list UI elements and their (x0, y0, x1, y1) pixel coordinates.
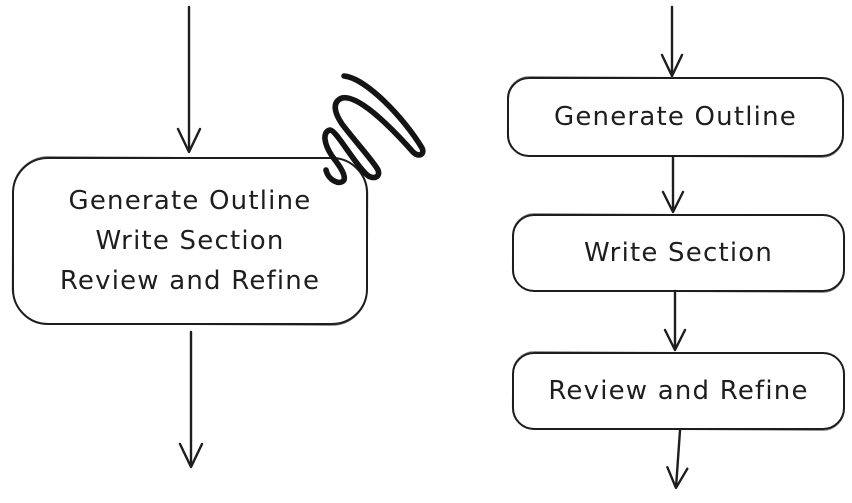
flow-node-generate-outline: Generate Outline (507, 77, 844, 157)
down-arrow-icon (663, 289, 687, 352)
scribble-icon (322, 73, 426, 186)
down-arrow-icon (661, 155, 685, 214)
node-label-line: Review and Refine (59, 266, 321, 296)
node-label-line: Write Section (95, 226, 285, 256)
down-arrow-icon (666, 427, 689, 490)
node-label: Write Section (583, 238, 774, 268)
node-label-line: Generate Outline (68, 186, 312, 216)
flow-node-review-and-refine: Review and Refine (512, 352, 845, 430)
node-label: Review and Refine (548, 376, 809, 406)
flow-node-combined: Generate Outline Write Section Review an… (12, 157, 368, 325)
flow-node-write-section: Write Section (512, 214, 845, 292)
down-arrow-icon (176, 5, 202, 154)
node-label: Generate Outline (554, 102, 797, 132)
down-arrow-icon (178, 330, 204, 469)
down-arrow-icon (660, 5, 684, 78)
